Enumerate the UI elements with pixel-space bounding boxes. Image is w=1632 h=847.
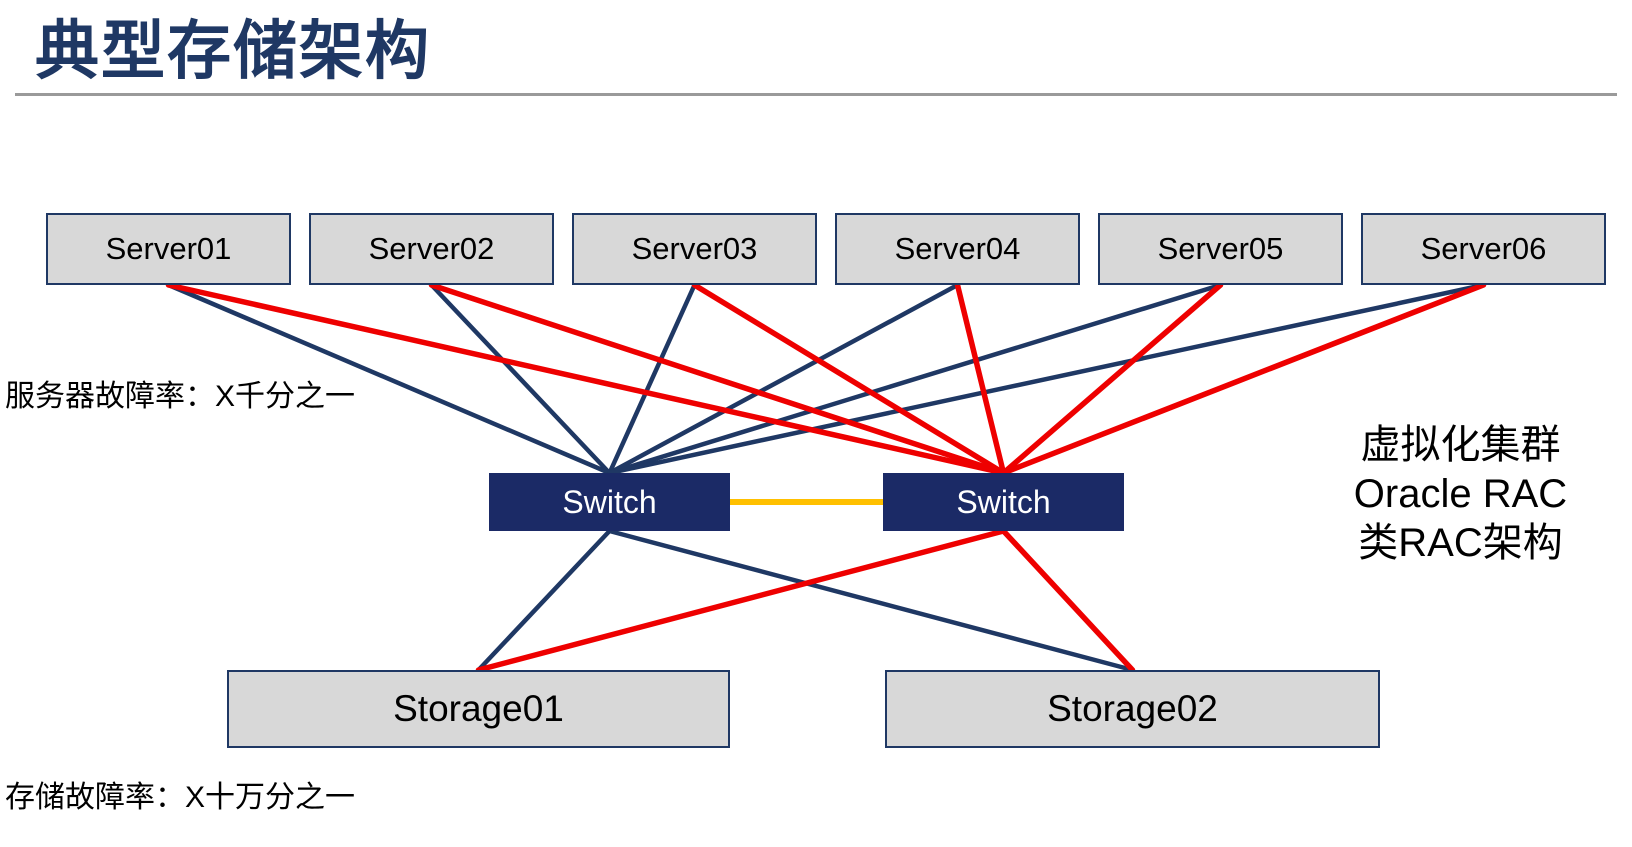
server03-node: Server03 <box>572 213 817 285</box>
connection-line-server-4-to-switch-2 <box>954 282 1007 476</box>
server04-node: Server04 <box>835 213 1080 285</box>
title-divider <box>15 93 1617 96</box>
storage01-label: Storage01 <box>393 688 564 729</box>
connection-line-switch-1-to-storage-2 <box>607 528 1135 673</box>
switch-left-label: Switch <box>562 483 657 520</box>
connection-line-server-1-to-switch-2 <box>165 282 1007 476</box>
connection-line-server-3-to-switch-2 <box>691 282 1007 476</box>
annotation-line-2: Oracle RAC <box>1353 472 1568 516</box>
connection-line-switch-1-to-storage-1 <box>476 528 612 673</box>
connection-line-switch-2-to-storage-2 <box>1000 528 1136 673</box>
connection-line-server-1-to-switch-1 <box>166 282 612 476</box>
server06-node: Server06 <box>1361 213 1606 285</box>
server05-node: Server05 <box>1098 213 1343 285</box>
server06-label: Server06 <box>1420 231 1547 266</box>
connection-line-server-4-to-switch-1 <box>607 282 960 476</box>
connection-line-server-2-to-switch-1 <box>429 282 612 476</box>
storage02-label: Storage02 <box>1047 688 1218 729</box>
server-failure-rate-label: 服务器故障率：X千分之一 <box>5 380 356 413</box>
server04-label: Server04 <box>894 231 1021 266</box>
server03-label: Server03 <box>631 231 758 266</box>
connection-line-server-6-to-switch-1 <box>607 282 1486 476</box>
annotation-line-1: 虚拟化集群 <box>1360 423 1561 467</box>
storage-failure-rate-label: 存储故障率：X十万分之一 <box>5 781 356 814</box>
switch-left-node: Switch <box>489 473 730 531</box>
connection-line-server-5-to-switch-2 <box>1000 282 1224 476</box>
annotation-line-3: 类RAC架构 <box>1358 521 1563 565</box>
connection-line-server-6-to-switch-2 <box>1000 282 1487 476</box>
connection-line-server-2-to-switch-2 <box>428 282 1007 476</box>
server02-node: Server02 <box>309 213 554 285</box>
connection-line-switch-2-to-storage-1 <box>475 528 1007 673</box>
server01-label: Server01 <box>105 231 232 266</box>
server02-label: Server02 <box>368 231 495 266</box>
architecture-annotation: 虚拟化集群 Oracle RAC 类RAC架构 <box>1318 421 1603 568</box>
connection-line-server-5-to-switch-1 <box>607 282 1223 476</box>
storage02-node: Storage02 <box>885 670 1380 748</box>
storage01-node: Storage01 <box>227 670 730 748</box>
switch-right-node: Switch <box>883 473 1124 531</box>
server05-label: Server05 <box>1157 231 1284 266</box>
page-title: 典型存储架构 <box>35 15 431 87</box>
connection-line-server-3-to-switch-1 <box>607 282 697 476</box>
switch-right-label: Switch <box>956 483 1051 520</box>
server01-node: Server01 <box>46 213 291 285</box>
